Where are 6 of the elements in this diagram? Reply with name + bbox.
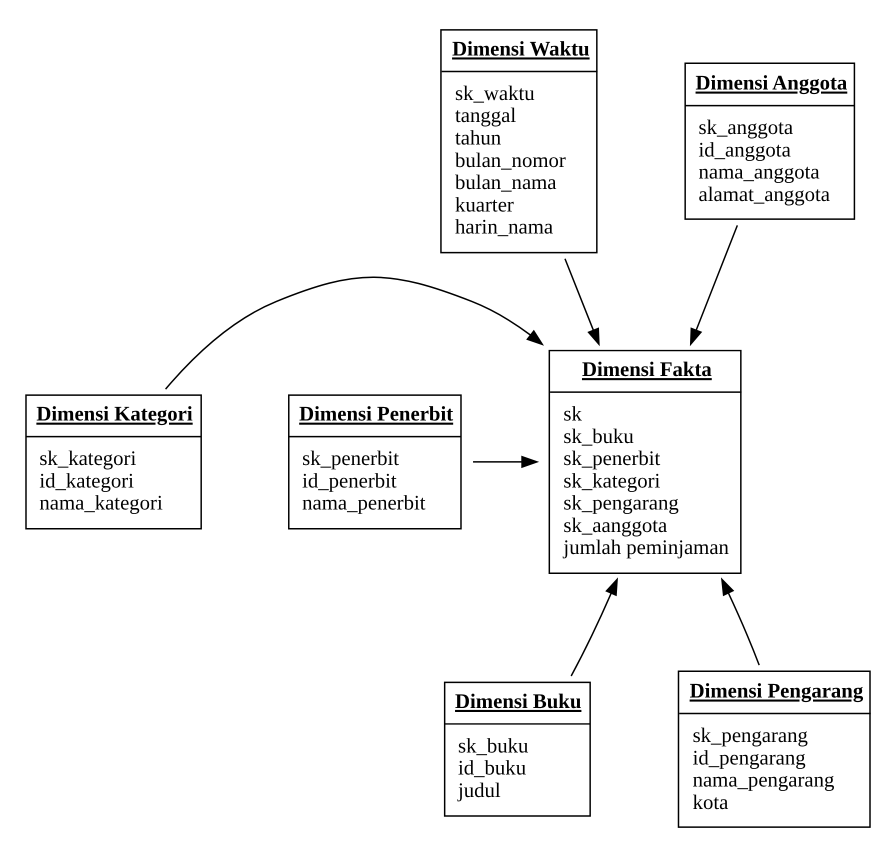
arrow [720, 577, 760, 666]
arrow [690, 225, 738, 346]
arrow [473, 456, 540, 468]
arrow [570, 577, 618, 676]
arrow [165, 276, 544, 390]
arrow [564, 258, 600, 346]
